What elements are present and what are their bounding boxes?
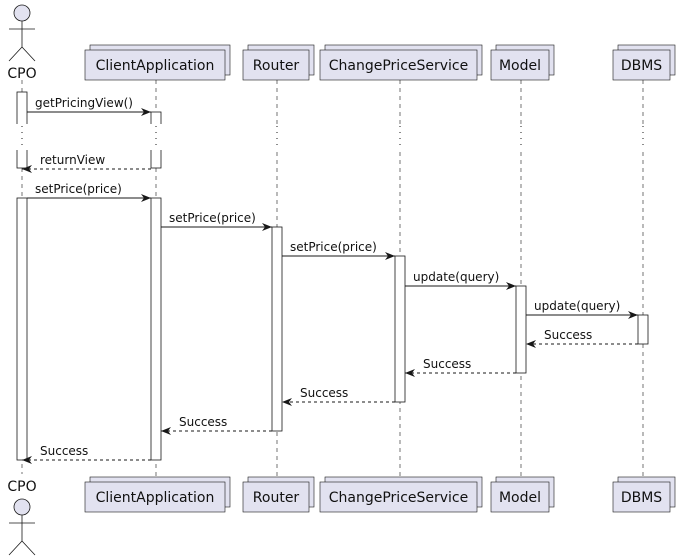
message-label: setPrice(price)	[35, 182, 122, 196]
message-10: Success	[282, 386, 395, 406]
activation-bar-client	[150, 197, 162, 461]
participant-label: DBMS	[621, 58, 662, 74]
message-label: Success	[544, 328, 592, 342]
participant-box	[242, 481, 310, 513]
participant-label: Model	[499, 490, 541, 506]
participant-cps-top: ChangePriceService	[319, 44, 483, 81]
message-label: Success	[300, 386, 348, 400]
activation-bar-router	[271, 226, 283, 432]
message-label: Success	[179, 415, 227, 429]
actor-cpo-bottom: CPO	[7, 479, 37, 556]
actor-head-icon	[13, 4, 31, 22]
participant-label: Router	[253, 490, 300, 506]
actor-leg-right	[21, 540, 36, 556]
participant-box	[319, 49, 478, 81]
actor-leg-left	[8, 46, 23, 62]
message-3: setPrice(price)	[27, 182, 151, 202]
delay-mask-model	[518, 124, 524, 150]
participant-box	[242, 49, 310, 81]
participant-dbms-top: DBMS	[612, 44, 676, 81]
participant-cps-bottom: ChangePriceService	[319, 476, 483, 513]
message-label: Success	[423, 357, 471, 371]
participant-router-top: Router	[242, 44, 315, 81]
participant-client-top: ClientApplication	[84, 44, 231, 81]
message-label: update(query)	[534, 299, 620, 313]
delay-mask-dbms	[640, 124, 646, 150]
message-label: setPrice(price)	[290, 240, 377, 254]
delay-mask-client	[150, 124, 162, 150]
actor-leg-right	[21, 46, 36, 62]
participant-box	[319, 481, 478, 513]
message-label: getPricingView()	[35, 96, 133, 110]
participant-box	[490, 481, 550, 513]
actor-cpo-top: CPO	[7, 4, 37, 82]
participant-label: ChangePriceService	[329, 58, 469, 74]
participant-box	[84, 49, 226, 81]
activation-bar-dbms	[637, 314, 649, 345]
participant-label: ChangePriceService	[329, 490, 469, 506]
message-label: Success	[40, 444, 88, 458]
message-label: update(query)	[413, 270, 499, 284]
participant-label: Router	[253, 58, 300, 74]
participant-box	[490, 49, 550, 81]
actor-leg-left	[8, 540, 23, 556]
activation-bar-model	[515, 285, 527, 374]
delay-mask-router	[274, 124, 280, 150]
actor-head-icon	[13, 498, 31, 516]
message-2: returnView	[22, 153, 151, 173]
message-11: Success	[161, 415, 272, 435]
actor-label: CPO	[7, 66, 36, 82]
delay-mask-cpo	[16, 124, 28, 150]
delay-mask-cps	[397, 124, 403, 150]
message-5: setPrice(price)	[282, 240, 395, 260]
message-7: update(query)	[526, 299, 638, 319]
participant-model-bottom: Model	[490, 476, 555, 513]
participant-box	[84, 481, 226, 513]
message-4: setPrice(price)	[161, 211, 272, 231]
activation-bar-cpo	[16, 197, 28, 461]
message-label: returnView	[40, 153, 105, 167]
participant-label: Model	[499, 58, 541, 74]
participant-router-bottom: Router	[242, 476, 315, 513]
message-6: update(query)	[405, 270, 516, 290]
message-9: Success	[405, 357, 516, 377]
participant-box	[612, 481, 671, 513]
participant-client-bottom: ClientApplication	[84, 476, 231, 513]
participant-label: DBMS	[621, 490, 662, 506]
message-label: setPrice(price)	[169, 211, 256, 225]
participant-dbms-bottom: DBMS	[612, 476, 676, 513]
message-1: getPricingView()	[27, 96, 151, 116]
actor-label: CPO	[7, 479, 36, 495]
participant-label: ClientApplication	[96, 58, 215, 74]
activation-bar-cps	[394, 255, 406, 403]
message-8: Success	[526, 328, 638, 348]
message-12: Success	[22, 444, 151, 464]
participant-box	[612, 49, 671, 81]
participant-model-top: Model	[490, 44, 555, 81]
participant-label: ClientApplication	[96, 490, 215, 506]
